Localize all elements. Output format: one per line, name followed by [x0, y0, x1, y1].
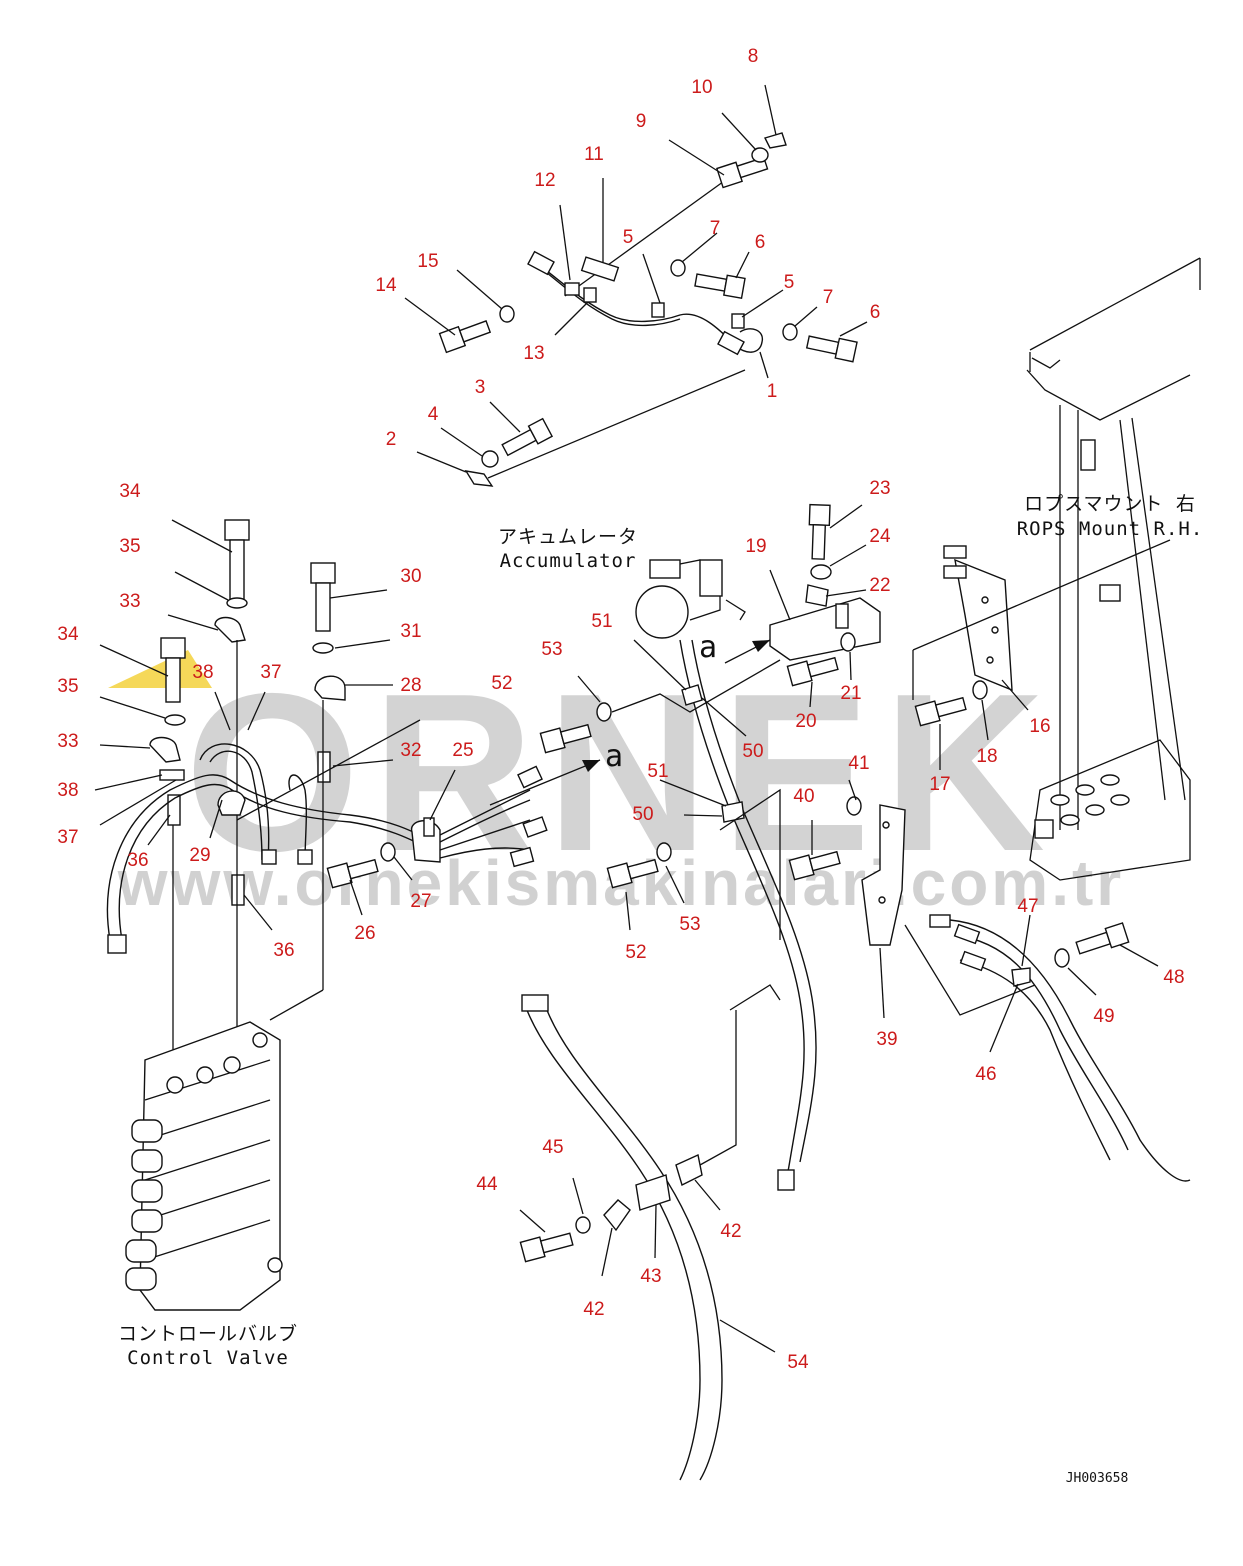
- callout-11: 11: [584, 144, 604, 165]
- callout-39: 39: [876, 1029, 897, 1050]
- callout-6a: 6: [755, 232, 766, 253]
- callout-6b: 6: [870, 302, 881, 323]
- rops-mount-jp-label: ロプスマウント 右: [1024, 493, 1196, 515]
- watermark-accent: [108, 650, 212, 688]
- callout-16: 16: [1029, 716, 1050, 737]
- callout-29: 29: [189, 845, 210, 866]
- control-valve-en-label: Control Valve: [127, 1347, 289, 1369]
- callout-8: 8: [748, 46, 759, 67]
- left-clamp-stack: [149, 519, 346, 1060]
- callout-34b: 34: [57, 624, 79, 645]
- lower-hose-54: [519, 994, 723, 1481]
- callout-34a: 34: [119, 481, 141, 502]
- callout-23: 23: [869, 478, 890, 499]
- callout-32: 32: [400, 740, 421, 761]
- callout-24: 24: [869, 526, 891, 547]
- callout-49: 49: [1093, 1006, 1114, 1027]
- callout-31: 31: [400, 621, 421, 642]
- callout-5a: 5: [623, 227, 634, 248]
- callout-51a: 51: [591, 611, 612, 632]
- accumulator-assembly: [635, 503, 881, 687]
- callout-22: 22: [869, 575, 890, 596]
- callout-53b: 53: [679, 914, 700, 935]
- callout-42b: 42: [583, 1299, 604, 1320]
- callout-52a: 52: [491, 673, 512, 694]
- view-letter-lower: a: [605, 739, 623, 774]
- callout-33b: 33: [57, 731, 78, 752]
- callout-36b: 36: [273, 940, 294, 961]
- accumulator-en-label: Accumulator: [500, 550, 637, 572]
- callout-5b: 5: [784, 272, 795, 293]
- callout-35b: 35: [57, 676, 78, 697]
- callout-30: 30: [400, 566, 421, 587]
- callout-38a: 38: [192, 662, 213, 683]
- drawing-code: JH003658: [1066, 1471, 1129, 1486]
- callout-20: 20: [795, 711, 816, 732]
- callout-50b: 50: [632, 804, 653, 825]
- callout-45: 45: [542, 1137, 563, 1158]
- callout-37b: 37: [57, 827, 78, 848]
- callout-33a: 33: [119, 591, 140, 612]
- callout-14: 14: [375, 275, 397, 296]
- callout-25: 25: [452, 740, 473, 761]
- rops-mount-rh: [1026, 257, 1201, 881]
- center-hose: [539, 639, 817, 1191]
- top-harness-assembly: [438, 132, 858, 487]
- callouts: 8 10 9 11 12 5 7 6 15 14 13 5 7 6 1 3 4 …: [57, 46, 1184, 1373]
- callout-12: 12: [534, 170, 555, 191]
- callout-7a: 7: [710, 218, 721, 239]
- callout-2: 2: [386, 429, 397, 450]
- callout-36a: 36: [127, 850, 148, 871]
- callout-4: 4: [428, 404, 439, 425]
- callout-38b: 38: [57, 780, 78, 801]
- bracket-16: [912, 539, 1171, 727]
- callout-26: 26: [354, 923, 375, 944]
- bracket-39-assembly: [788, 796, 1191, 1182]
- callout-46: 46: [975, 1064, 996, 1085]
- callout-52b: 52: [625, 942, 646, 963]
- callout-1: 1: [767, 381, 778, 402]
- leader-lines: [94, 84, 1159, 1353]
- callout-44: 44: [476, 1174, 498, 1195]
- callout-10: 10: [691, 77, 712, 98]
- callout-7b: 7: [823, 287, 834, 308]
- hose-bundle: [106, 719, 601, 954]
- view-letter-upper: a: [699, 630, 717, 665]
- callout-27: 27: [410, 891, 431, 912]
- callout-48: 48: [1163, 967, 1184, 988]
- callout-50a: 50: [742, 741, 763, 762]
- rops-mount-en-label: ROPS Mount R.H.: [1017, 518, 1204, 540]
- callout-47: 47: [1017, 896, 1038, 917]
- control-valve: [125, 1021, 283, 1311]
- callout-40: 40: [793, 786, 814, 807]
- callout-51b: 51: [647, 761, 668, 782]
- callout-43: 43: [640, 1266, 661, 1287]
- callout-37a: 37: [260, 662, 281, 683]
- callout-19: 19: [745, 536, 766, 557]
- callout-21: 21: [840, 683, 861, 704]
- callout-35a: 35: [119, 536, 140, 557]
- control-valve-jp-label: コントロールバルブ: [118, 1322, 298, 1345]
- accumulator-jp-label: アキュムレータ: [498, 526, 638, 548]
- callout-28: 28: [400, 675, 421, 696]
- callout-18: 18: [976, 746, 997, 767]
- callout-15: 15: [417, 251, 438, 272]
- callout-3: 3: [475, 377, 486, 398]
- callout-9: 9: [636, 111, 647, 132]
- callout-53a: 53: [541, 639, 562, 660]
- callout-41: 41: [848, 753, 869, 774]
- callout-42a: 42: [720, 1221, 741, 1242]
- callout-17: 17: [929, 774, 950, 795]
- callout-13: 13: [523, 343, 544, 364]
- callout-54: 54: [787, 1352, 809, 1373]
